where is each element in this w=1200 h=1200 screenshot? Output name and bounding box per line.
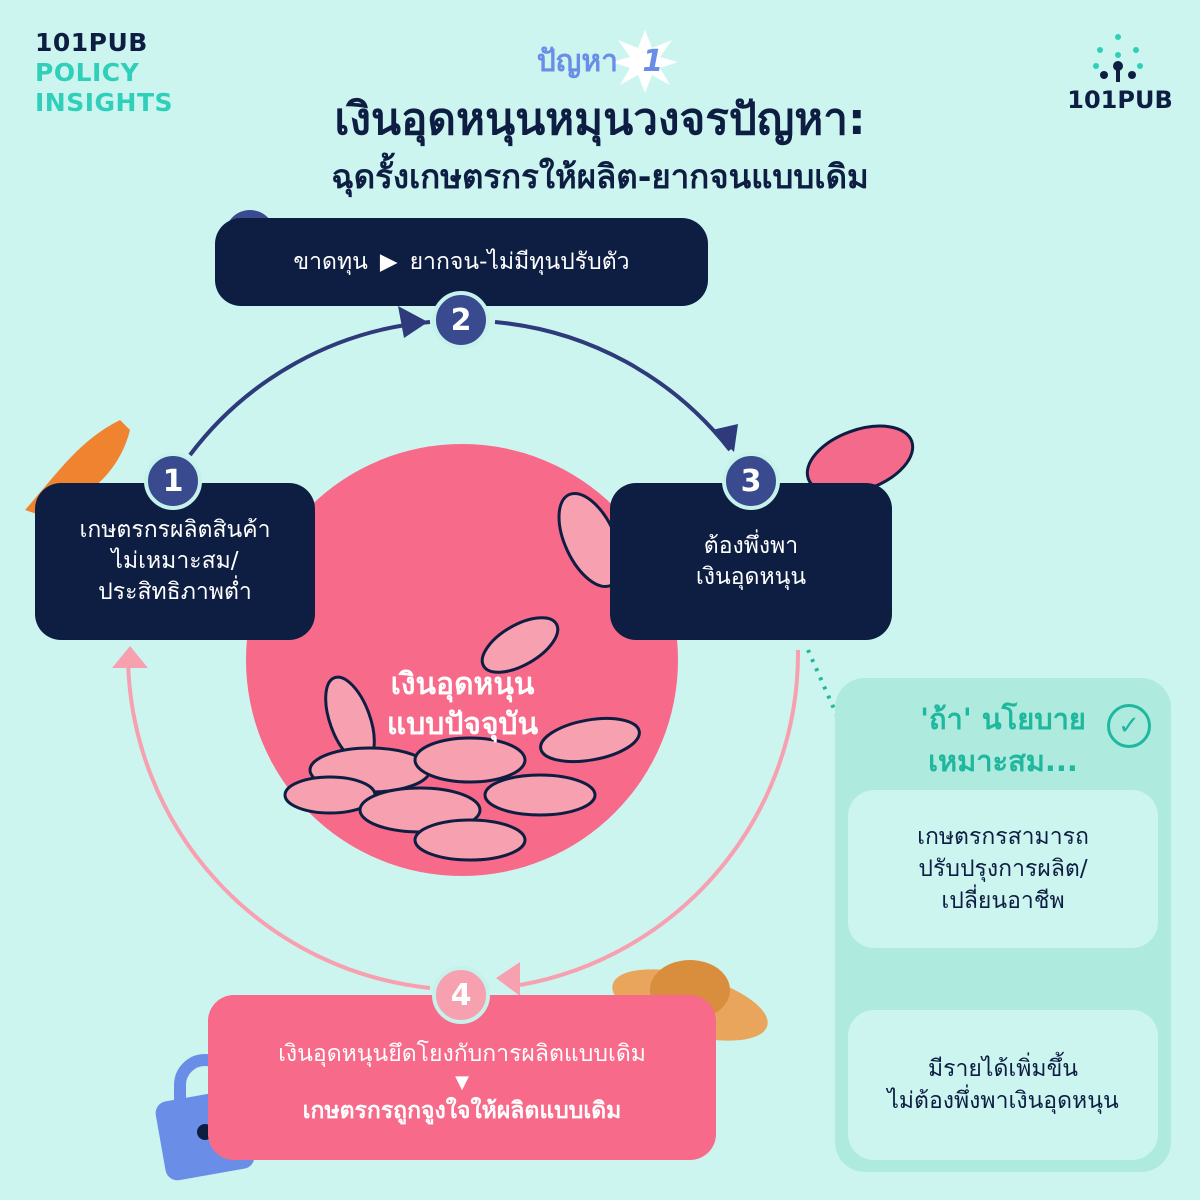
arrow-head-4	[496, 962, 520, 996]
policy-outcome-text: เปลี่ยนอาชีพ	[941, 888, 1065, 914]
policy-outcome-text: ไม่ต้องพึ่งพาเงินอุดหนุน	[887, 1088, 1119, 1114]
problem-tag: ปัญหา 1	[0, 38, 1200, 85]
center-label-line: แบบปัจจุบัน	[386, 707, 539, 742]
policy-heading-line: เหมาะสม...	[928, 744, 1078, 778]
policy-outcome-text: เกษตรกรสามารถ	[917, 824, 1089, 850]
101pub-logo-mark	[1093, 34, 1143, 82]
arc-1-2	[188, 320, 431, 457]
check-icon: ✓	[1107, 704, 1151, 748]
step-2-badge: 2	[432, 291, 490, 349]
arc-4-1	[126, 659, 431, 990]
logo-line: POLICY	[35, 58, 140, 87]
step-1-text: ไม่เหมาะสม/	[111, 548, 239, 574]
step-1-badge: 1	[144, 452, 202, 510]
center-label-line: เงินอุดหนุน	[390, 667, 535, 702]
policy-outcome-2: มีรายได้เพิ่มขึ้น ไม่ต้องพึ่งพาเงินอุดหน…	[848, 1010, 1158, 1160]
step-3-text: เงินอุดหนุน	[695, 563, 807, 590]
policy-outcome-text: มีรายได้เพิ่มขึ้น	[927, 1056, 1079, 1082]
arrow-head-2	[398, 306, 428, 338]
page-title: เงินอุดหนุนหมุนวงจรปัญหา:	[334, 94, 866, 145]
step-4-badge: 4	[432, 966, 490, 1024]
policy-panel: 'ถ้า' นโยบาย เหมาะสม... ✓ เกษตรกรสามารถ …	[835, 678, 1171, 1172]
policy-outcome-1: เกษตรกรสามารถ ปรับปรุงการผลิต/ เปลี่ยนอา…	[848, 790, 1158, 948]
center-label: เงินอุดหนุน แบบปัจจุบัน	[300, 665, 625, 745]
policy-heading: 'ถ้า' นโยบาย เหมาะสม...	[835, 698, 1171, 782]
down-arrow-icon: ▼	[455, 1071, 469, 1093]
arc-3-4	[519, 649, 801, 987]
policy-insights-logo: 101PUB POLICY INSIGHTS	[35, 28, 173, 118]
play-arrow-icon: ▶	[379, 248, 398, 275]
step-2-effect: ยากจน-ไม่มีทุนปรับตัว	[409, 248, 630, 275]
step-4-effect: เกษตรกรถูกจูงใจให้ผลิตแบบเดิม	[302, 1097, 622, 1124]
arrow-head-3	[712, 424, 738, 452]
policy-outcome-text: ปรับปรุงการผลิต/	[918, 856, 1088, 882]
step-3-text: ต้องพึ่งพา	[703, 532, 799, 559]
step-1-text: ประสิทธิภาพต่ำ	[98, 579, 252, 605]
step-2-cause: ขาดทุน	[293, 248, 368, 275]
101pub-logo-text: 101PUB	[1067, 86, 1173, 114]
problem-tag-label: ปัญหา	[536, 44, 618, 79]
policy-heading-line: 'ถ้า' นโยบาย	[920, 702, 1086, 736]
logo-line: 101PUB	[35, 28, 148, 57]
step-1-text: เกษตรกรผลิตสินค้า	[79, 517, 271, 543]
problem-number: 1	[642, 44, 664, 79]
step-3-badge: 3	[722, 452, 780, 510]
arrow-head-1	[112, 646, 148, 668]
arc-2-3	[494, 320, 732, 452]
logo-line: INSIGHTS	[35, 88, 174, 117]
page-subtitle: ฉุดรั้งเกษตรกรให้ผลิต-ยากจนแบบเดิม	[331, 157, 869, 196]
step-4-cause: เงินอุดหนุนยึดโยงกับการผลิตแบบเดิม	[278, 1040, 646, 1067]
